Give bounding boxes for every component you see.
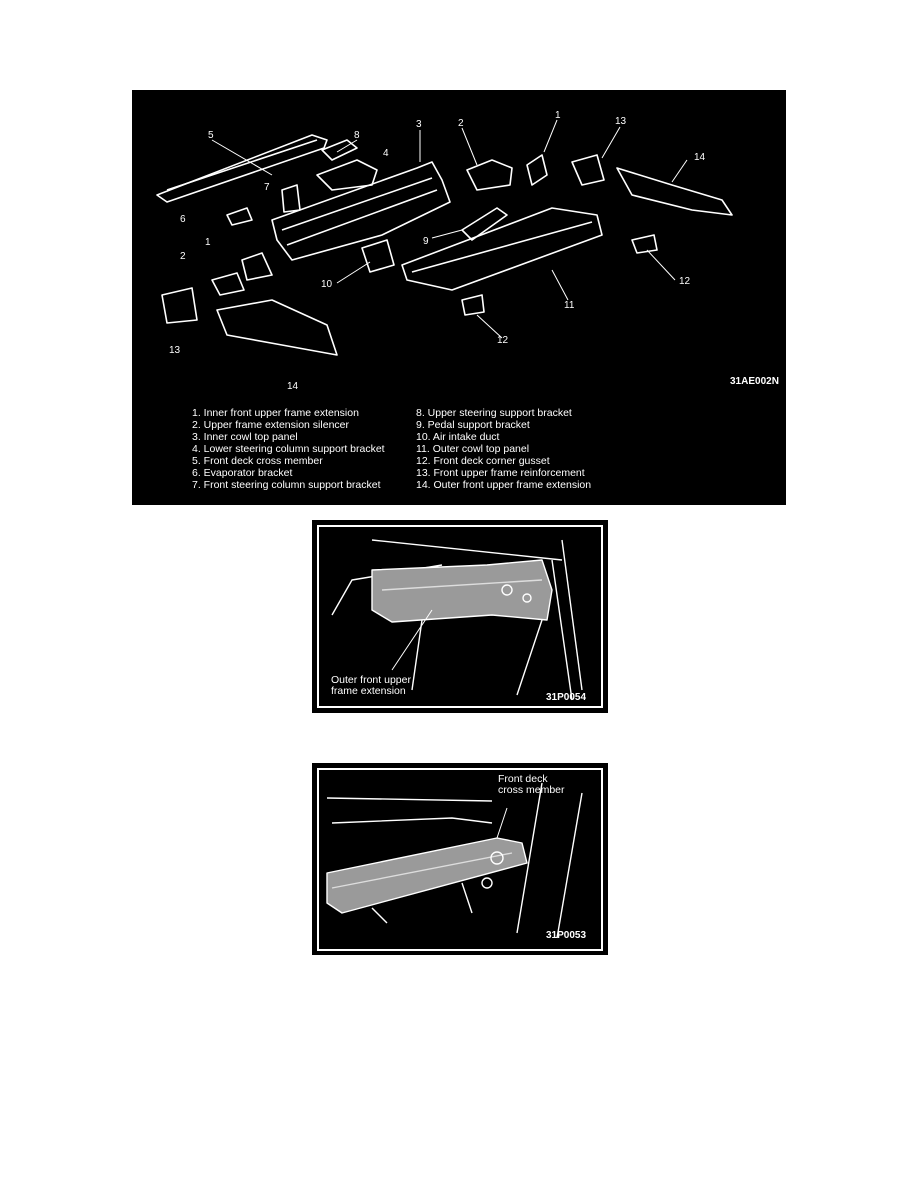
part-highlighted bbox=[371, 559, 553, 623]
callout-10: 10 bbox=[321, 279, 333, 290]
front-deck-cross-member-figure: Front deck cross member 31P0053 bbox=[312, 763, 608, 955]
callout-1b: 1 bbox=[205, 237, 211, 248]
part-outer-cowl-top-panel bbox=[401, 207, 603, 291]
callout-13: 13 bbox=[615, 116, 627, 127]
part-pedal-bracket bbox=[461, 207, 508, 241]
legend-right: 8. Upper steering support bracket 9. Ped… bbox=[416, 407, 591, 491]
part-silencer-2 bbox=[211, 272, 245, 296]
part-inner-frame-ext-2 bbox=[241, 252, 273, 281]
legend-item: 8. Upper steering support bracket bbox=[416, 407, 572, 419]
callout-2: 2 bbox=[458, 118, 464, 129]
cross-member-drawing bbox=[326, 782, 583, 939]
part-corner-gusset bbox=[631, 234, 658, 254]
callout-4: 4 bbox=[383, 148, 389, 159]
part-evaporator-bracket bbox=[226, 207, 253, 226]
figure-label-line1: Outer front upper bbox=[331, 674, 411, 686]
legend-item: 4. Lower steering column support bracket bbox=[192, 443, 385, 455]
legend-item: 6. Evaporator bracket bbox=[192, 467, 293, 479]
legend-item: 5. Front deck cross member bbox=[192, 455, 323, 467]
figure-id: 31P0054 bbox=[546, 692, 587, 703]
callout-11: 11 bbox=[564, 300, 575, 311]
callout-3: 3 bbox=[416, 119, 422, 130]
part-inner-cowl-top-panel bbox=[271, 161, 451, 261]
callout-13b: 13 bbox=[169, 345, 181, 356]
part-highlighted bbox=[326, 837, 528, 914]
legend-item: 10. Air intake duct bbox=[416, 431, 500, 443]
part-front-steering-bracket bbox=[281, 184, 301, 213]
callout-14: 14 bbox=[694, 152, 706, 163]
figure-id: 31P0053 bbox=[546, 930, 587, 941]
legend-item: 7. Front steering column support bracket bbox=[192, 479, 381, 491]
callout-7: 7 bbox=[264, 182, 270, 193]
callout-2b: 2 bbox=[180, 251, 186, 262]
callout-9: 9 bbox=[423, 236, 429, 247]
legend-item: 14. Outer front upper frame extension bbox=[416, 479, 592, 491]
parts-drawing bbox=[156, 119, 733, 356]
legend-item: 3. Inner cowl top panel bbox=[192, 431, 298, 443]
callout-5: 5 bbox=[208, 130, 214, 141]
part-lower-steering-bracket bbox=[316, 159, 378, 191]
legend-item: 9. Pedal support bracket bbox=[416, 419, 530, 431]
callout-12: 12 bbox=[679, 276, 691, 287]
legend-item: 2. Upper frame extension silencer bbox=[192, 419, 349, 431]
callout-14b: 14 bbox=[287, 381, 299, 392]
part-air-intake-duct bbox=[361, 239, 395, 273]
legend-item: 12. Front deck corner gusset bbox=[416, 455, 550, 467]
part-outer-frame-ext bbox=[616, 167, 733, 216]
part-frame-reinforcement bbox=[571, 154, 605, 186]
figure-label-line2: frame extension bbox=[331, 685, 406, 697]
figure-label-line2: cross member bbox=[498, 784, 565, 796]
part-silencer bbox=[466, 159, 513, 191]
legend-item: 11. Outer cowl top panel bbox=[416, 443, 530, 455]
legend-left: 1. Inner front upper frame extension 2. … bbox=[192, 407, 385, 491]
figure-id: 31AE002N bbox=[730, 376, 779, 387]
callout-6: 6 bbox=[180, 214, 186, 225]
legend-item: 1. Inner front upper frame extension bbox=[192, 407, 359, 419]
callout-1: 1 bbox=[555, 110, 561, 121]
part-inner-frame-ext bbox=[526, 154, 548, 186]
part-corner-gusset-2 bbox=[461, 294, 485, 316]
figure-frame bbox=[317, 768, 603, 951]
figure-label-line1: Front deck bbox=[498, 773, 548, 785]
part-frame-reinforcement-2 bbox=[161, 287, 198, 324]
part-outer-frame-ext-2 bbox=[216, 299, 338, 356]
callout-8: 8 bbox=[354, 130, 360, 141]
outer-frame-drawing bbox=[331, 539, 583, 701]
part-front-deck-cross-member bbox=[156, 134, 328, 203]
outer-frame-extension-figure: Outer front upper frame extension 31P005… bbox=[312, 520, 608, 713]
legend-item: 13. Front upper frame reinforcement bbox=[416, 467, 585, 479]
part-upper-steering-bracket bbox=[321, 139, 358, 161]
parts-exploded-view: 5 8 3 2 1 13 4 7 14 6 9 1 2 10 12 11 12 … bbox=[132, 90, 786, 505]
figure-frame bbox=[317, 525, 603, 708]
callout-12b: 12 bbox=[497, 335, 509, 346]
